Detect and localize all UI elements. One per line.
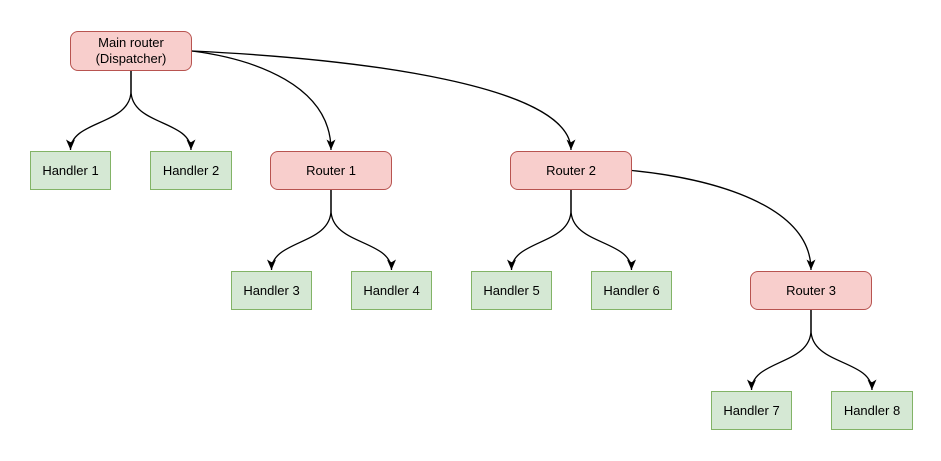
edge-main-handler1 <box>66 71 132 151</box>
node-router2: Router 2 <box>510 151 632 190</box>
edge-main-handler2 <box>130 71 196 151</box>
edge-main-router1 <box>191 50 336 151</box>
node-label: Router 2 <box>546 162 596 178</box>
edge-router2-router3 <box>631 169 816 271</box>
node-label: Handler 7 <box>723 402 780 418</box>
node-handler5: Handler 5 <box>471 271 552 310</box>
edge-router1-handler4 <box>330 190 396 271</box>
node-router3: Router 3 <box>750 271 872 310</box>
node-handler8: Handler 8 <box>831 391 913 430</box>
node-label: Handler 3 <box>243 282 300 298</box>
edge-main-router2 <box>191 50 576 151</box>
node-label: Handler 1 <box>42 162 99 178</box>
node-handler1: Handler 1 <box>30 151 111 190</box>
node-router1: Router 1 <box>270 151 392 190</box>
edge-group <box>66 50 877 391</box>
node-main: Main router (Dispatcher) <box>70 31 192 71</box>
node-handler6: Handler 6 <box>591 271 672 310</box>
edge-router1-handler3 <box>267 190 332 271</box>
node-handler2: Handler 2 <box>150 151 232 190</box>
edge-router3-handler7 <box>747 310 812 391</box>
edge-router2-handler6 <box>570 190 636 271</box>
node-label: Handler 8 <box>843 402 901 418</box>
node-handler7: Handler 7 <box>711 391 792 430</box>
node-label: Main router (Dispatcher) <box>95 35 167 66</box>
node-handler3: Handler 3 <box>231 271 312 310</box>
node-label: Handler 6 <box>603 282 660 298</box>
node-label: Handler 4 <box>363 282 420 298</box>
node-label: Handler 5 <box>483 282 540 298</box>
edge-router3-handler8 <box>810 310 877 391</box>
node-handler4: Handler 4 <box>351 271 432 310</box>
edge-router2-handler5 <box>507 190 572 271</box>
node-label: Router 3 <box>786 282 836 298</box>
node-label: Router 1 <box>306 162 356 178</box>
node-label: Handler 2 <box>162 162 220 178</box>
